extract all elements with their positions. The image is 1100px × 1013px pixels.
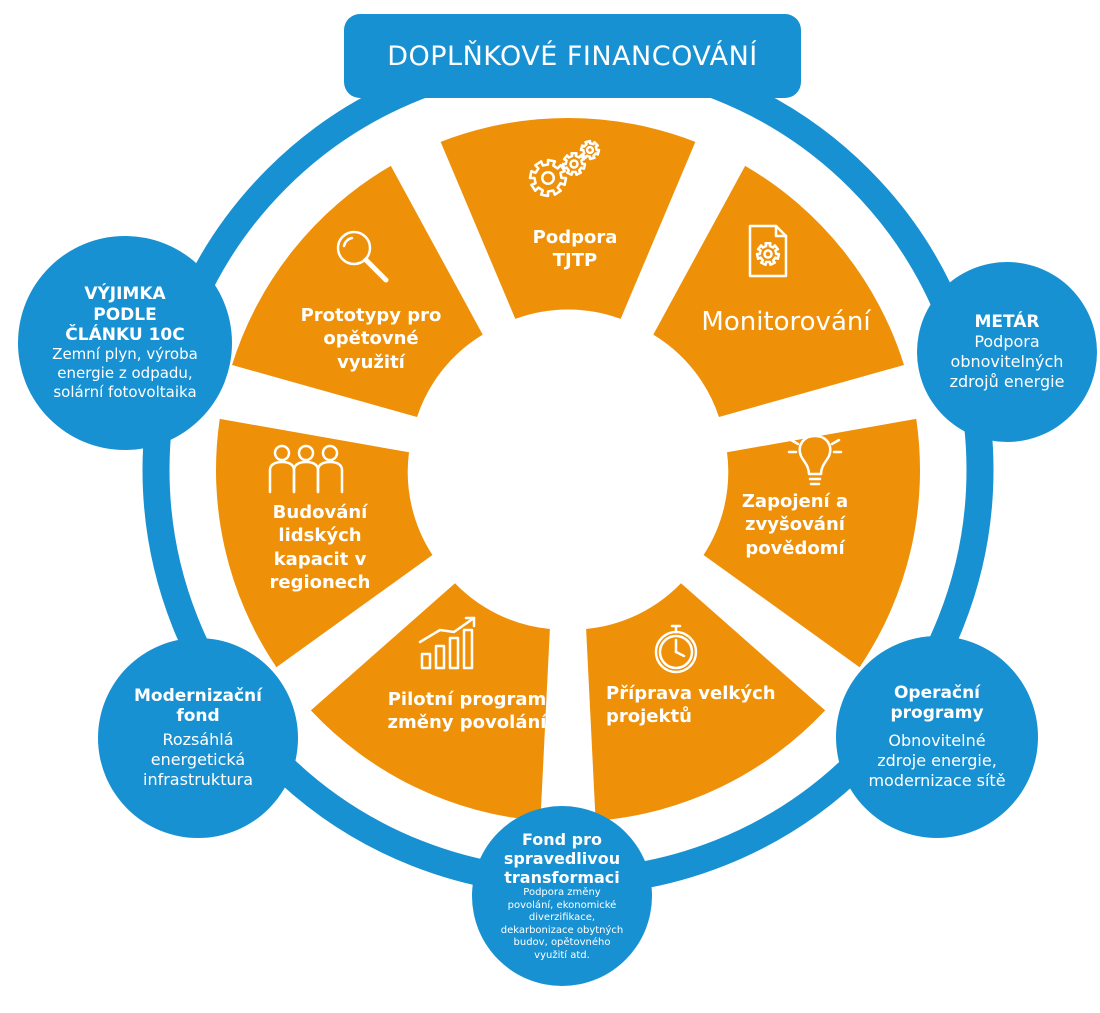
segment-7 — [232, 165, 483, 417]
fund-title-vyjimka: VÝJIMKA PODLE ČLÁNKU 10C — [65, 284, 185, 346]
lightbulb-icon — [787, 434, 843, 486]
fund-desc-operacni-programy: Obnovitelné zdroje energie, modernizace … — [868, 731, 1006, 791]
fund-bubble-operacni-programy: Operační programy Obnovitelné zdroje ene… — [836, 636, 1038, 838]
segment-label-monitorovani: Monitorování — [701, 307, 871, 337]
fund-desc-modernizacni-fond: Rozsáhlá energetická infrastruktura — [143, 730, 253, 790]
segment-label-priprava: Příprava velkých projektů — [606, 683, 776, 728]
stopwatch-icon — [654, 624, 698, 674]
fund-title-operacni-programy: Operační programy — [890, 682, 984, 723]
segment-label-podpora-tjtp: Podpora TJTP — [532, 227, 618, 272]
segment-3 — [703, 418, 921, 668]
segment-label-pilotni-program: Pilotní program změny povolání — [387, 689, 547, 734]
people-icon — [268, 444, 344, 494]
segment-1 — [440, 118, 696, 319]
fund-desc-vyjimka: Zemní plyn, výroba energie z odpadu, sol… — [52, 345, 198, 401]
center-hub — [416, 318, 720, 622]
segment-5 — [310, 583, 550, 821]
fund-desc-spravedliva-transformace: Podpora změny povolání, ekonomické diver… — [500, 887, 624, 961]
magnifier-icon — [336, 230, 389, 283]
fund-bubble-modernizacni-fond: Modernizační fond Rozsáhlá energetická i… — [98, 638, 298, 838]
fund-title-modernizacni-fond: Modernizační fond — [134, 685, 262, 726]
growth-chart-icon — [418, 616, 476, 670]
title-banner: DOPLŇKOVÉ FINANCOVÁNÍ — [344, 14, 801, 98]
fund-bubble-metar: METÁR Podpora obnovitelných zdrojů energ… — [917, 262, 1097, 442]
gears-icon — [528, 139, 601, 198]
fund-title-spravedliva-transformace: Fond pro spravedlivou transformaci — [503, 829, 621, 888]
document-gear-icon — [748, 224, 788, 278]
segment-label-prototypy: Prototypy pro opětovné využití — [300, 305, 442, 373]
segment-label-zapojeni: Zapojení a zvyšování povědomí — [741, 491, 849, 559]
fund-title-metar: METÁR — [974, 311, 1040, 332]
segment-2 — [653, 165, 904, 417]
segment-label-budovani: Budování lidských kapacit v regionech — [269, 502, 371, 594]
segment-4 — [586, 583, 826, 821]
fund-bubble-spravedliva-transformace: Fond pro spravedlivou transformaci Podpo… — [472, 806, 652, 986]
fund-bubble-vyjimka: VÝJIMKA PODLE ČLÁNKU 10C Zemní plyn, výr… — [18, 236, 232, 450]
title-text: DOPLŇKOVÉ FINANCOVÁNÍ — [387, 40, 758, 72]
fund-desc-metar: Podpora obnovitelných zdrojů energie — [949, 332, 1065, 392]
